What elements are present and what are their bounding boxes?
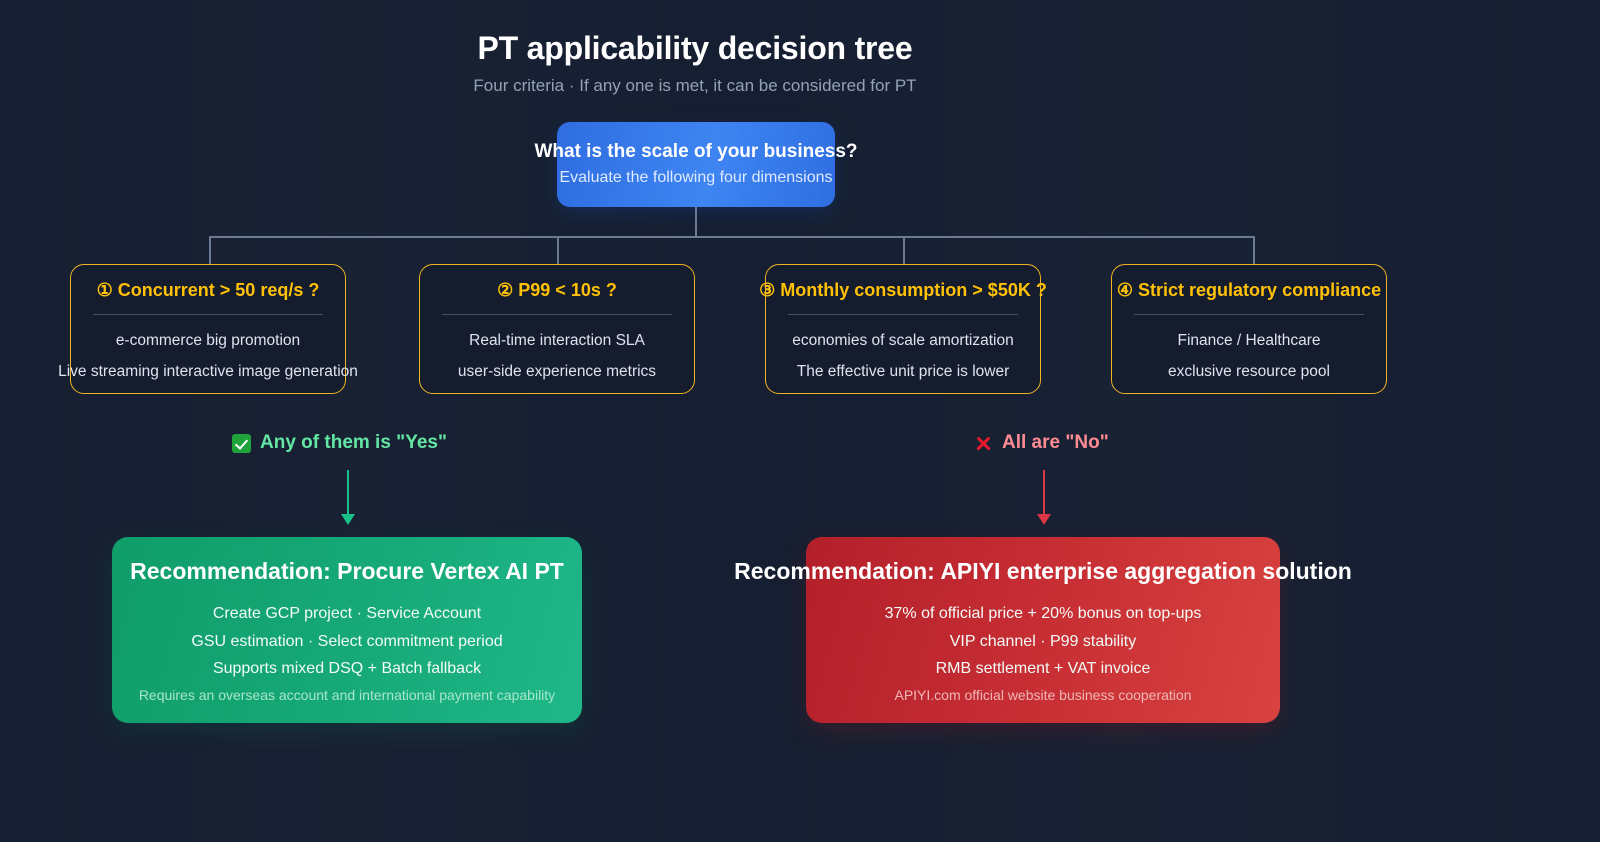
criteria-card-4[interactable]: ④ Strict regulatory compliance Finance /…: [1111, 264, 1387, 394]
result-card-vertex-note: Requires an overseas account and interna…: [138, 686, 556, 703]
criteria-card-1-line-2: Live streaming interactive image generat…: [58, 362, 358, 380]
criteria-card-1[interactable]: ① Concurrent > 50 req/s ? e-commerce big…: [58, 264, 358, 394]
criteria-card-2-heading: ② P99 < 10s ?: [497, 280, 617, 300]
root-node[interactable]: What is the scale of your business? Eval…: [534, 122, 858, 207]
criteria-card-3-heading: ③ Monthly consumption > $50K ?: [759, 280, 1047, 300]
criteria-card-2-line-1: Real-time interaction SLA: [469, 332, 645, 350]
page-subtitle: Four criteria · If any one is met, it ca…: [473, 76, 917, 95]
connector-root-stem: [695, 207, 697, 237]
white-check-mark-icon: [232, 433, 251, 453]
result-card-apiyi-line-3: RMB settlement + VAT invoice: [935, 660, 1151, 678]
result-card-apiyi-aggregation[interactable]: Recommendation: APIYI enterprise aggrega…: [734, 537, 1352, 723]
branch-label-no: All are "No": [974, 432, 1109, 454]
criteria-card-1-line-1: e-commerce big promotion: [115, 332, 301, 350]
connector-drop-3: [903, 236, 905, 265]
criteria-card-2-divider: [441, 314, 673, 316]
criteria-card-4-heading: ④ Strict regulatory compliance: [1116, 280, 1382, 300]
result-card-vertex-line-2: GSU estimation · Select commitment perio…: [191, 632, 503, 650]
connector-bus: [209, 236, 1254, 238]
criteria-card-3-line-1: economies of scale amortization: [792, 332, 1014, 350]
result-card-vertex-ai-pt[interactable]: Recommendation: Procure Vertex AI PT Cre…: [112, 537, 582, 723]
result-card-vertex-heading: Recommendation: Procure Vertex AI PT: [130, 558, 564, 584]
criteria-card-3[interactable]: ③ Monthly consumption > $50K ? economies…: [759, 264, 1047, 394]
connector-drop-2: [557, 236, 559, 265]
result-card-vertex-line-1: Create GCP project · Service Account: [212, 604, 482, 622]
branch-label-yes-text: Any of them is "Yes": [260, 432, 447, 453]
root-node-title: What is the scale of your business?: [534, 140, 858, 162]
connector-drop-1: [209, 236, 211, 265]
arrow-down-no: [1043, 470, 1046, 515]
result-card-vertex-line-3: Supports mixed DSQ + Batch fallback: [212, 660, 482, 678]
result-card-apiyi-line-2: VIP channel · P99 stability: [949, 632, 1137, 650]
criteria-card-4-divider: [1133, 314, 1365, 316]
page-title: PT applicability decision tree: [477, 30, 913, 66]
criteria-card-1-heading: ① Concurrent > 50 req/s ?: [96, 280, 320, 300]
cross-mark-icon: [974, 434, 993, 453]
result-card-apiyi-line-1: 37% of official price + 20% bonus on top…: [884, 604, 1202, 622]
connector-drop-4: [1253, 236, 1255, 265]
criteria-card-1-divider: [92, 314, 324, 316]
criteria-card-4-line-1: Finance / Healthcare: [1177, 332, 1321, 350]
criteria-card-3-divider: [787, 314, 1019, 316]
criteria-card-2[interactable]: ② P99 < 10s ? Real-time interaction SLA …: [419, 264, 695, 394]
criteria-card-4-line-2: exclusive resource pool: [1168, 362, 1330, 380]
branch-label-yes: Any of them is "Yes": [232, 432, 447, 454]
criteria-card-2-line-2: user-side experience metrics: [457, 362, 657, 380]
result-card-apiyi-heading: Recommendation: APIYI enterprise aggrega…: [734, 558, 1352, 584]
root-node-subtitle: Evaluate the following four dimensions: [559, 169, 833, 187]
branch-label-no-text: All are "No": [1002, 432, 1109, 453]
criteria-card-3-line-2: The effective unit price is lower: [796, 362, 1010, 380]
result-card-apiyi-note: APIYI.com official website business coop…: [894, 686, 1192, 703]
arrow-down-yes: [347, 470, 350, 515]
